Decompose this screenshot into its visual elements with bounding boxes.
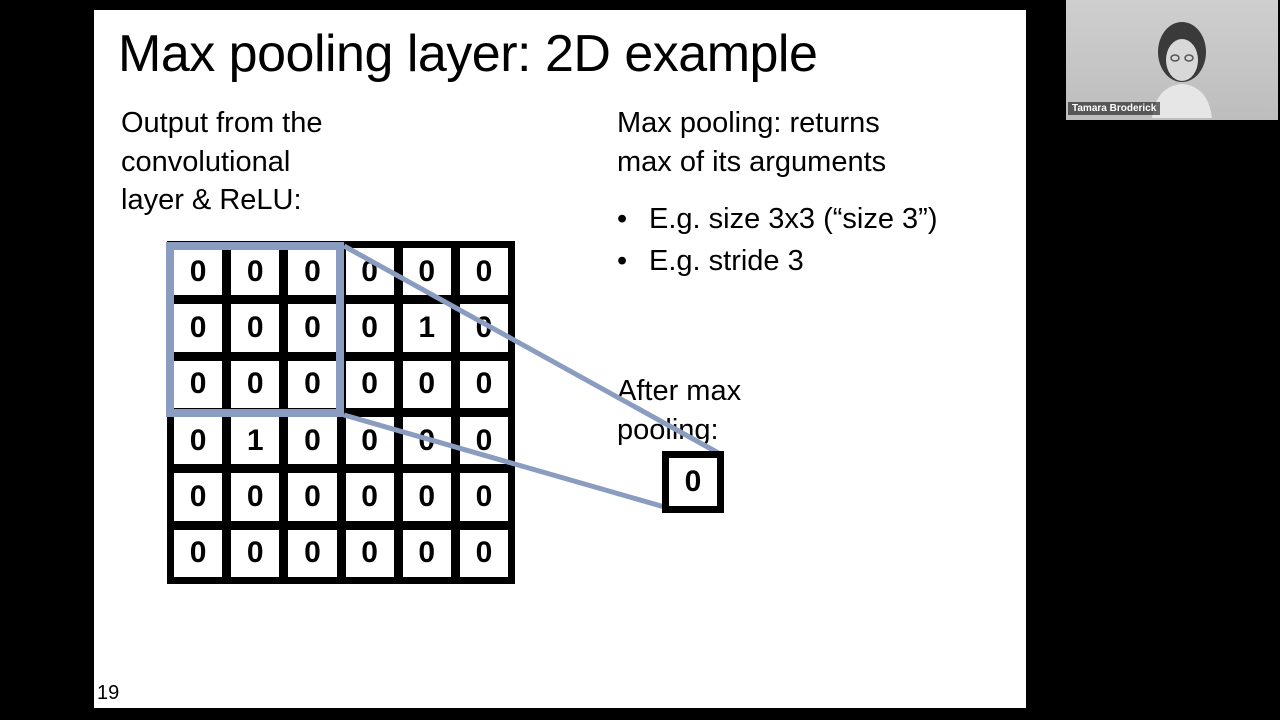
slide-title: Max pooling layer: 2D example	[118, 25, 818, 83]
grid-cell: 0	[345, 529, 394, 577]
grid-cell: 0	[288, 416, 337, 465]
grid-cell: 0	[459, 473, 508, 521]
grid-cell: 0	[402, 360, 451, 408]
grid-description: Output from the convolutional layer & Re…	[121, 107, 323, 216]
bullet-list: • E.g. size 3x3 (“size 3”) • E.g. stride 3	[617, 198, 937, 282]
bullet-text: E.g. size 3x3 (“size 3”)	[649, 203, 938, 235]
grid-cell: 0	[402, 473, 451, 521]
grid-cell: 0	[288, 248, 337, 296]
grid-cell: 0	[402, 248, 451, 296]
pooled-output-cell: 0	[662, 451, 724, 513]
grid-cell: 0	[231, 473, 280, 521]
bullet-item: • E.g. size 3x3 (“size 3”)	[617, 198, 937, 240]
pooling-window-highlight	[166, 242, 344, 417]
grid-cell: 0	[174, 416, 223, 465]
slide: Max pooling layer: 2D example Output fro…	[94, 10, 1026, 708]
grid-cell: 0	[459, 360, 508, 408]
grid-cell: 0	[288, 473, 337, 521]
participant-silhouette-icon	[1152, 22, 1212, 118]
bullet-item: • E.g. stride 3	[617, 240, 937, 282]
grid-cell: 0	[174, 304, 223, 352]
grid-cell: 0	[345, 360, 394, 408]
page-number: 19	[97, 682, 120, 704]
grid-cell: 1	[402, 304, 451, 352]
grid-cell: 0	[459, 416, 508, 465]
grid-cell: 0	[459, 529, 508, 577]
grid-cell: 0	[174, 248, 223, 296]
bullet-dot-icon: •	[617, 245, 628, 277]
grid-cell: 0	[345, 304, 394, 352]
grid-cell: 0	[174, 360, 223, 408]
participant-video-tile[interactable]: Tamara Broderick	[1066, 0, 1278, 120]
max-pooling-description: Max pooling: returns max of its argument…	[617, 107, 887, 178]
grid-cell: 0	[402, 416, 451, 465]
participant-name-label: Tamara Broderick	[1068, 102, 1161, 115]
grid-cell: 1	[231, 416, 280, 465]
grid-cell: 0	[459, 248, 508, 296]
bullet-dot-icon: •	[617, 203, 628, 235]
grid-cell: 0	[231, 529, 280, 577]
grid-cell: 0	[288, 529, 337, 577]
grid-cell: 0	[402, 529, 451, 577]
grid-cell: 0	[345, 416, 394, 465]
grid-cell: 0	[174, 473, 223, 521]
grid-cell: 0	[345, 248, 394, 296]
grid-cell: 0	[174, 529, 223, 577]
grid-cell: 0	[231, 304, 280, 352]
grid-cell: 0	[231, 248, 280, 296]
grid-cell: 0	[231, 360, 280, 408]
grid-cell: 0	[288, 360, 337, 408]
after-pooling-label: After max pooling:	[617, 375, 742, 446]
grid-cell: 0	[345, 473, 394, 521]
grid-cell: 0	[288, 304, 337, 352]
bullet-text: E.g. stride 3	[649, 245, 804, 277]
grid-cell: 0	[459, 304, 508, 352]
